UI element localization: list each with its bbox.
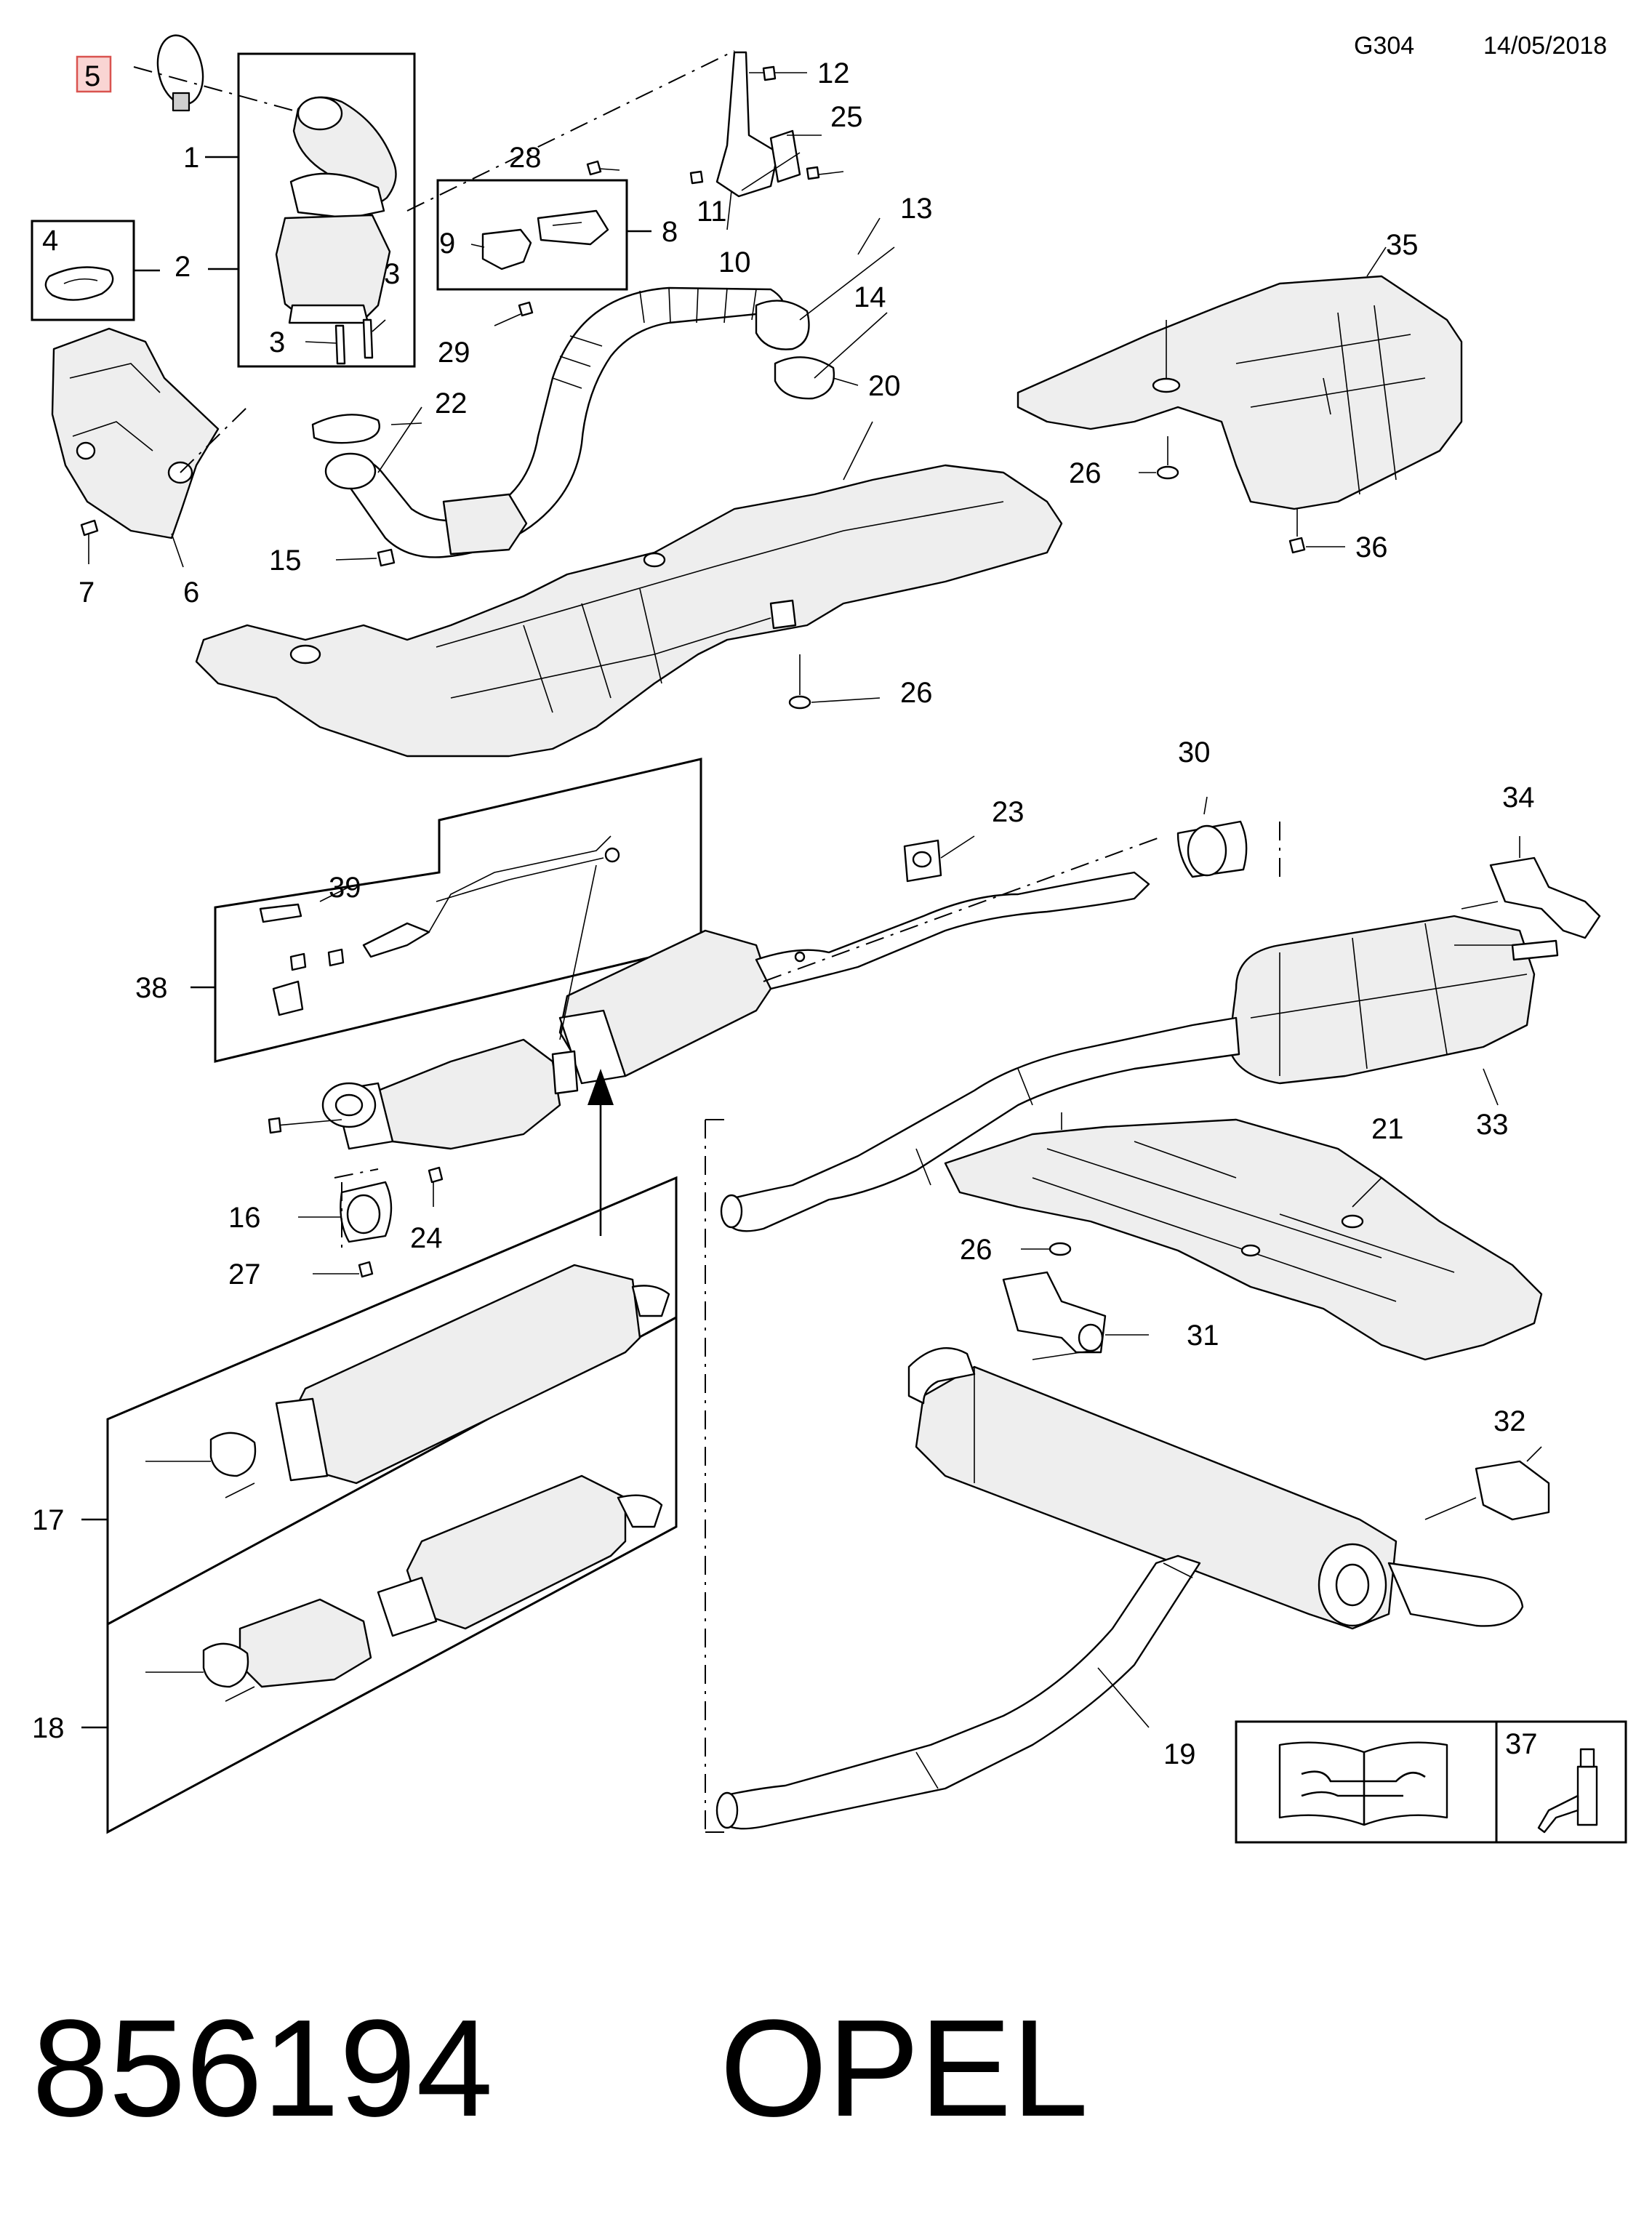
- floor-heat-shield: [195, 421, 1063, 758]
- highlight-box-5: [76, 55, 112, 93]
- callout-22: 22: [435, 388, 468, 420]
- callout-26c: 26: [960, 1234, 993, 1266]
- rear-heat-shield: [1017, 246, 1463, 554]
- callout-39: 39: [329, 872, 361, 904]
- bracket-frame: [436, 179, 628, 291]
- rear-silencer-upper: [720, 836, 1601, 1232]
- manual-book-icon: [1278, 1741, 1448, 1826]
- callout-14: 14: [854, 281, 886, 313]
- sealant-bottle-icon: [1537, 1748, 1598, 1834]
- callout-6: 6: [183, 577, 199, 609]
- sensor-inset: [191, 758, 702, 1063]
- brand-name: OPEL: [720, 1991, 1088, 2145]
- arrow-up-icon: [588, 1069, 614, 1236]
- callout-9: 9: [439, 228, 455, 260]
- callout-labels: 5 1 4 2 3 3 7 6 22 15 28 9 8 29 12 25 11…: [32, 57, 1538, 1770]
- centre-exhaust: [268, 796, 1280, 1278]
- callout-21: 21: [1371, 1113, 1404, 1145]
- callout-23: 23: [992, 796, 1025, 828]
- callout-30: 30: [1178, 736, 1211, 768]
- group-frame-1-3: [237, 52, 416, 368]
- info-box: [1235, 1720, 1627, 1844]
- callout-31: 31: [1187, 1320, 1219, 1352]
- callout-7: 7: [79, 577, 95, 609]
- callout-10: 10: [718, 246, 751, 278]
- callout-3a: 3: [384, 258, 400, 290]
- variants-inset: [81, 1176, 678, 1834]
- callout-19: 19: [1163, 1738, 1196, 1770]
- callout-16: 16: [228, 1202, 261, 1234]
- callout-11: 11: [697, 196, 727, 228]
- callout-26a: 26: [1069, 457, 1102, 489]
- front-pipe: [324, 217, 895, 558]
- callout-33: 33: [1476, 1109, 1509, 1141]
- callout-20: 20: [868, 370, 901, 402]
- callout-1: 1: [183, 142, 199, 174]
- callout-25: 25: [830, 101, 863, 133]
- part-number: 856194: [32, 1991, 493, 2145]
- callout-3b: 3: [269, 326, 285, 358]
- manifold-group: [31, 34, 422, 568]
- callout-26b: 26: [900, 677, 933, 709]
- callout-28: 28: [509, 142, 542, 174]
- callout-35: 35: [1386, 229, 1419, 261]
- callout-13: 13: [900, 193, 933, 225]
- callout-2: 2: [175, 251, 191, 283]
- underbody-heat-shield: [944, 1112, 1543, 1361]
- callout-34: 34: [1502, 782, 1535, 814]
- callout-12: 12: [817, 57, 850, 89]
- bracket-group: [406, 50, 844, 326]
- callout-24: 24: [410, 1222, 443, 1254]
- callout-38: 38: [135, 972, 168, 1004]
- callout-29: 29: [438, 337, 470, 369]
- callout-37: 37: [1505, 1728, 1538, 1760]
- callout-5: 5: [84, 60, 100, 92]
- callout-4: 4: [42, 225, 58, 257]
- callout-27: 27: [228, 1259, 261, 1290]
- callout-32: 32: [1493, 1405, 1526, 1437]
- diagram-date: 14/05/2018: [1483, 32, 1607, 60]
- callout-17: 17: [32, 1504, 65, 1536]
- diagram-code: G304: [1354, 32, 1414, 60]
- callout-36: 36: [1355, 531, 1388, 563]
- callout-15: 15: [269, 545, 302, 577]
- rear-silencer-lower: [705, 1119, 1550, 1833]
- callout-18: 18: [32, 1712, 65, 1744]
- callout-8: 8: [662, 216, 678, 248]
